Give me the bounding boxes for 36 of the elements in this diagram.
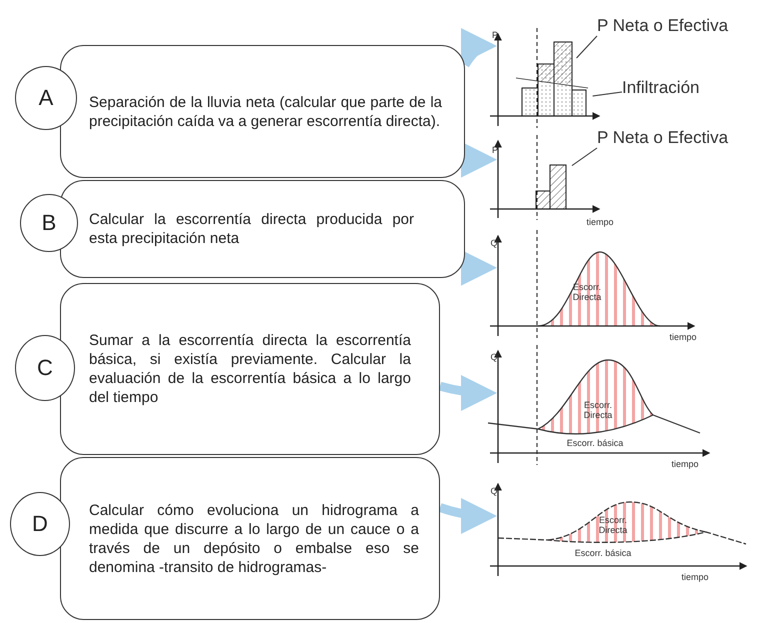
step-box xyxy=(60,283,440,455)
area-label: Escorr. Directa xyxy=(598,515,628,535)
axis-label: Q xyxy=(489,352,498,362)
leader-line xyxy=(592,92,622,96)
step-description: Calcular la escorrentía directa producida por esta precipitación neta xyxy=(89,210,414,248)
axis-label: Q xyxy=(489,486,498,496)
axis-label: P xyxy=(491,145,499,155)
step-description: Sumar a la escorrentía directa la escorrentía básica, si existía previamente. Calcular la evaluación de la escorrentía básica a lo largo del tiempo xyxy=(89,331,411,407)
axis-label: tiempo xyxy=(670,459,700,469)
step-box xyxy=(60,180,465,278)
axis-label: tiempo xyxy=(668,332,698,342)
leader-line xyxy=(576,36,598,58)
step-letter-circle: D xyxy=(10,492,70,556)
arrow xyxy=(438,374,497,411)
step-box xyxy=(60,457,440,620)
area-label: Escorr. Directa xyxy=(572,282,602,302)
step-description: Separación de la lluvia neta (calcular que parte de la precipitación caída va a generar escorrentía directa). xyxy=(89,92,442,130)
area-label: Escorr. básica xyxy=(574,548,632,558)
leader-line xyxy=(571,148,598,166)
step-letter-circle: B xyxy=(20,194,78,252)
axis-label: Q xyxy=(489,238,498,248)
axis-label: tiempo xyxy=(680,572,710,582)
area-label: Escorr. Directa xyxy=(582,400,614,420)
arrow xyxy=(460,30,497,68)
step-box xyxy=(60,45,465,178)
callout-text: Infiltración xyxy=(622,78,700,98)
arrow xyxy=(438,498,497,534)
axis-label: tiempo xyxy=(585,217,614,227)
step-description: Calcular cómo evoluciona un hidrograma a medida que discurre a lo largo de un cauce o a través de un depósito o embalse eso se denomina -transito de hidrogramas- xyxy=(89,500,419,576)
step-letter-circle: C xyxy=(15,335,75,401)
axis-label: P xyxy=(491,30,499,40)
step-letter-circle: A xyxy=(15,66,77,130)
callout-text: P Neta o Efectiva xyxy=(597,128,728,148)
area-label: Escorr. básica xyxy=(566,438,624,448)
arrow xyxy=(460,249,497,286)
callout-text: P Neta o Efectiva xyxy=(597,16,728,36)
